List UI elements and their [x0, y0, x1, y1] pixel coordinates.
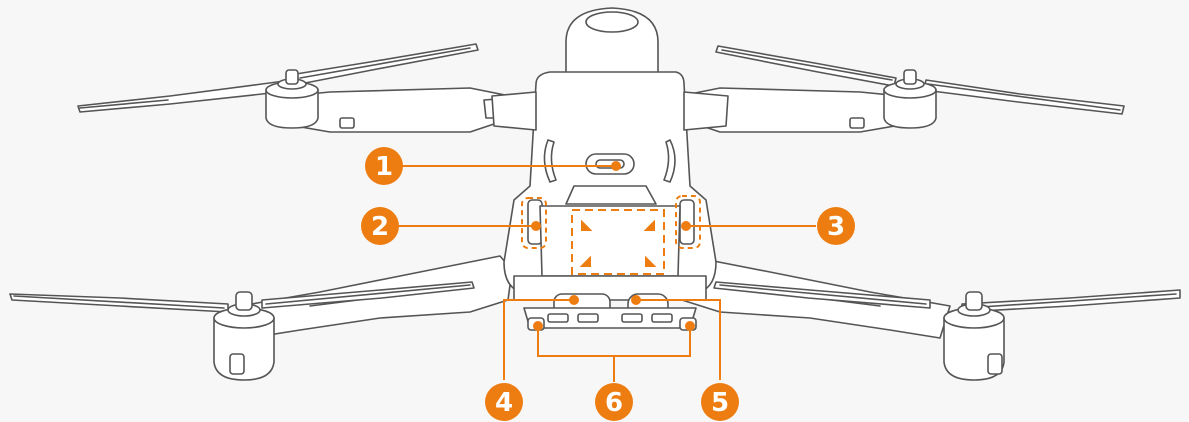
front-right-motor	[943, 291, 1005, 381]
callout-number-3: 3	[827, 212, 845, 242]
callout-number-4: 4	[495, 388, 513, 418]
callout-dot-1	[611, 161, 621, 171]
callout-dot-2	[531, 221, 541, 231]
callout-badge-3: 3	[817, 207, 855, 245]
callout-badge-1: 1	[365, 147, 403, 185]
rear-right-propeller	[715, 45, 1125, 115]
rear-left-propeller	[77, 43, 479, 113]
callout-dot-3	[681, 221, 691, 231]
sensor-marker	[645, 255, 657, 267]
callout-line-5	[636, 299, 721, 380]
vision-sensor-frame	[571, 209, 665, 275]
rear-right-motor	[883, 69, 937, 129]
sensor-marker	[579, 255, 591, 267]
callout-badge-5: 5	[701, 383, 739, 421]
main-body	[491, 71, 729, 331]
callout-dot-4	[569, 295, 579, 305]
callout-frame-3	[675, 195, 701, 249]
gimbal-camera	[565, 7, 659, 77]
callout-line-4	[503, 299, 574, 380]
callout-frame-2	[521, 197, 547, 249]
callout-markers	[398, 161, 816, 382]
front-left-propeller	[9, 281, 475, 313]
callout-number-6: 6	[605, 388, 623, 418]
rear-left-motor	[265, 69, 319, 129]
callout-number-2: 2	[371, 212, 389, 242]
callout-number-5: 5	[711, 388, 729, 418]
drone-illustration	[9, 7, 1181, 381]
callout-number-1: 1	[375, 152, 393, 182]
callout-badge-4: 4	[485, 383, 523, 421]
sensor-marker	[581, 219, 593, 231]
callout-bracket-6	[537, 326, 691, 357]
callout-badge-6: 6	[595, 383, 633, 421]
callout-dot-6a	[533, 321, 543, 331]
callout-dot-6b	[685, 321, 695, 331]
callout-badges: 1 2 3 4 6 5	[361, 147, 855, 421]
front-left-motor	[213, 291, 275, 381]
sensor-marker	[643, 219, 655, 231]
front-right-propeller	[713, 281, 1181, 313]
callout-dot-5	[631, 295, 641, 305]
callout-badge-2: 2	[361, 207, 399, 245]
